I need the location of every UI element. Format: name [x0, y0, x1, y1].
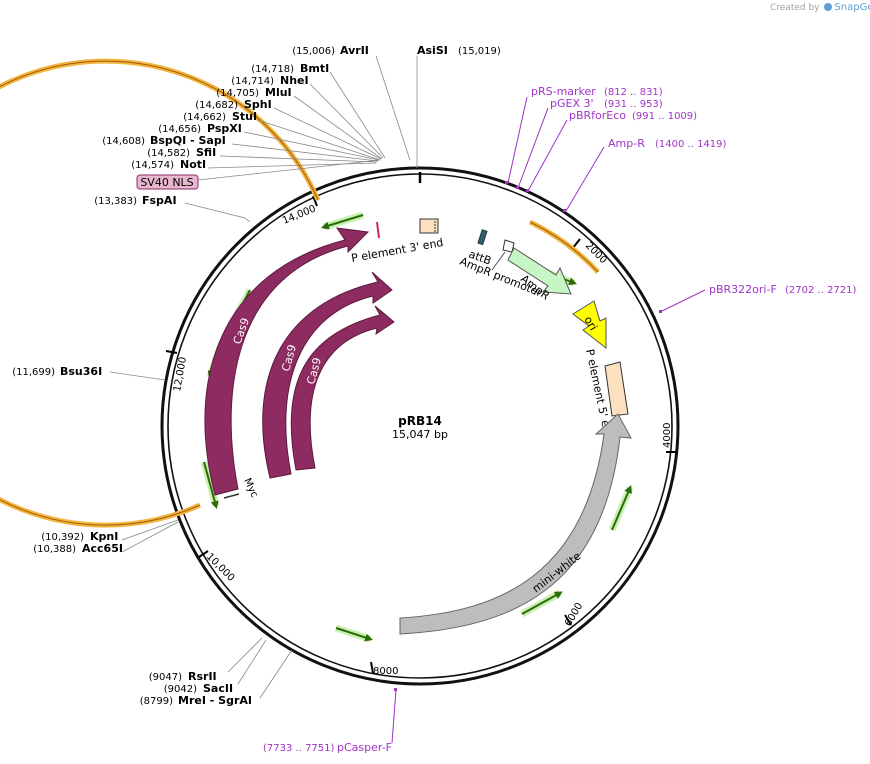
- site-noti-name: NotI: [180, 158, 206, 171]
- primer-pbrforeco-name: pBRforEco: [569, 109, 626, 122]
- site-asisi-pos: (15,019): [458, 46, 501, 57]
- site-bspqi-name: BspQI - SapI: [150, 134, 226, 147]
- sv40-nls-box: [136, 174, 199, 190]
- site-asisi-name: AsiSI: [417, 44, 448, 57]
- myc-mark: [223, 493, 240, 499]
- p-element-3-label: P element 3' end: [350, 236, 444, 265]
- primer-leader-lines: [391, 96, 706, 744]
- p-element-5-box: [604, 361, 629, 417]
- primer-pbr322ori-name: pBR322ori-F: [709, 283, 777, 296]
- snapgene-logo-icon: [824, 3, 833, 11]
- site-leader-lines: [109, 55, 418, 699]
- ampr-arrow: [507, 247, 572, 295]
- ruler-label-4000: 4000: [662, 423, 673, 448]
- primer-pgex3-name: pGEX 3': [550, 97, 594, 110]
- site-sphi-name: SphI: [244, 98, 272, 111]
- primer-ampr-name: Amp-R: [608, 137, 645, 150]
- site-bsu36i-pos: (11,699): [12, 367, 55, 378]
- ruler-label-6000: 6000: [563, 601, 585, 629]
- site-kpni-name: KpnI: [90, 530, 118, 543]
- backbone-outer: [160, 166, 680, 686]
- site-kpni-pos: (10,392): [41, 532, 84, 543]
- site-mlui-pos: (14,705): [216, 88, 259, 99]
- primer-pcasper-name: pCasper-F: [337, 741, 392, 754]
- site-bmti-pos: (14,718): [251, 64, 294, 75]
- cas9-arrow-middle: [262, 271, 393, 479]
- cas9-arrow-inner: [290, 305, 395, 471]
- site-sphi-pos: (14,682): [195, 100, 238, 111]
- site-mlui-name: MluI: [265, 86, 292, 99]
- primer-prs-marker-range: (812 .. 831): [604, 87, 663, 98]
- site-avrii-name: AvrII: [340, 44, 369, 57]
- p-element-3-box: [419, 218, 439, 234]
- site-bmti-name: BmtI: [300, 62, 329, 75]
- primer-pcasper-range: (7733 .. 7751): [263, 743, 335, 754]
- primer-pbrforeco-range: (991 .. 1009): [632, 111, 697, 122]
- site-rsrii-pos: (9047): [149, 672, 182, 683]
- site-mrei-name: MreI - SgrAI: [178, 694, 252, 707]
- ori-arrow: [572, 300, 607, 350]
- plasmid-name: pRB14: [398, 414, 442, 428]
- myc-label: Myc: [241, 477, 259, 500]
- site-sacii-name: SacII: [203, 682, 233, 695]
- site-mrei-pos: (8799): [140, 696, 173, 707]
- site-noti-pos: (14,574): [131, 160, 174, 171]
- site-sfii-pos: (14,582): [147, 148, 190, 159]
- primer-markers: [394, 181, 662, 691]
- sv40-nls-label: SV40 NLS: [140, 176, 193, 189]
- site-fspai-name: FspAI: [142, 194, 177, 207]
- site-pspxi-pos: (14,656): [158, 124, 201, 135]
- site-acc65i-pos: (10,388): [33, 544, 76, 555]
- site-acc65i-name: Acc65I: [82, 542, 123, 555]
- site-avrii-pos: (15,006): [292, 46, 335, 57]
- small-red-feature: [376, 221, 380, 239]
- site-stui-pos: (14,662): [183, 112, 226, 123]
- ruler-label-8000: 8000: [373, 666, 398, 677]
- attb-box: [477, 229, 488, 246]
- site-nhei-name: NheI: [280, 74, 309, 87]
- site-nhei-pos: (14,714): [231, 76, 274, 87]
- plasmid-size: 15,047 bp: [392, 428, 448, 441]
- ori-label: ori: [581, 314, 599, 333]
- primer-pgex3-range: (931 .. 953): [604, 99, 663, 110]
- site-stui-name: StuI: [232, 110, 257, 123]
- primer-ampr-range: (1400 .. 1419): [655, 139, 727, 150]
- ruler-label-12000: 12,000: [172, 356, 189, 392]
- snapgene-credit: Created by SnapGene: [770, 2, 870, 13]
- site-fspai-pos: (13,383): [94, 196, 137, 207]
- site-sfii-name: SfiI: [196, 146, 216, 159]
- mini-white-arrow: [399, 413, 632, 635]
- site-bsu36i-name: Bsu36I: [60, 365, 102, 378]
- site-rsrii-name: RsrII: [188, 670, 217, 683]
- site-bspqi-pos: (14,608): [102, 136, 145, 147]
- primer-pbr322ori-range: (2702 .. 2721): [785, 285, 857, 296]
- primer-prs-marker-name: pRS-marker: [531, 85, 596, 98]
- site-sacii-pos: (9042): [164, 684, 197, 695]
- cas9-arrow-outer: [204, 227, 370, 496]
- site-pspxi-name: PspXI: [207, 122, 242, 135]
